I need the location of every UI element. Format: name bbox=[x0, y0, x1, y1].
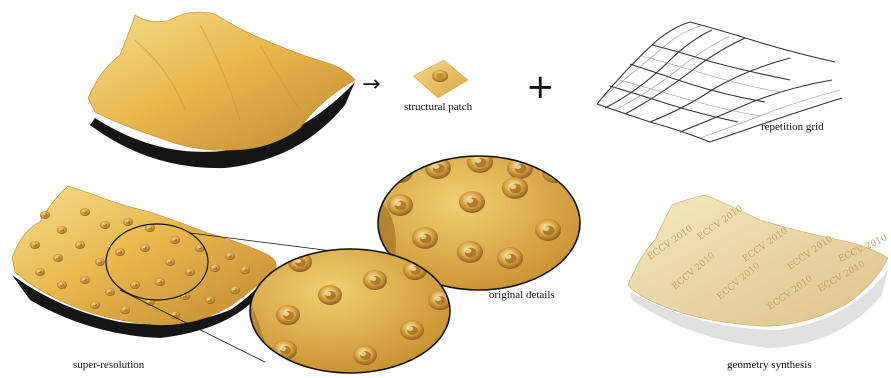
bump-feature bbox=[170, 236, 180, 244]
bump-feature bbox=[210, 264, 220, 272]
bump-feature bbox=[318, 285, 342, 305]
caption-geometry-synthesis: geometry synthesis bbox=[727, 359, 812, 371]
bump-feature bbox=[273, 340, 297, 360]
caption-super-resolution: super-resolution bbox=[73, 359, 144, 371]
bump-feature bbox=[502, 177, 528, 199]
bump-feature bbox=[53, 254, 63, 262]
geometry-synthesis-surface: ECCV 2010 ECCV 2010 ECCV 2010 ECCV 2010 … bbox=[628, 195, 889, 348]
bump-feature bbox=[457, 241, 483, 263]
input-surface bbox=[88, 12, 355, 168]
caption-structural-patch: structural patch bbox=[404, 101, 472, 113]
bump-feature bbox=[230, 286, 240, 294]
plus-icon: + bbox=[526, 70, 555, 104]
bump-feature bbox=[80, 276, 90, 284]
bump-feature bbox=[185, 268, 195, 276]
bump-feature bbox=[276, 305, 300, 325]
bump-feature bbox=[353, 345, 377, 365]
bump-feature bbox=[90, 301, 100, 309]
bump-feature bbox=[497, 247, 523, 269]
bump-feature bbox=[40, 211, 50, 219]
caption-repetition-grid: repetition grid bbox=[761, 121, 824, 133]
bump-feature bbox=[100, 221, 110, 229]
bump-feature bbox=[57, 226, 67, 234]
bump-feature bbox=[412, 227, 438, 249]
bump-feature bbox=[387, 161, 413, 183]
bump-feature bbox=[120, 306, 130, 314]
bump-feature bbox=[80, 208, 90, 216]
caption-original-details: original details bbox=[489, 289, 555, 301]
bump-feature bbox=[140, 244, 150, 252]
bump-feature bbox=[95, 258, 105, 266]
bump-feature bbox=[240, 266, 250, 274]
bump-feature bbox=[170, 311, 180, 319]
bump-feature bbox=[57, 281, 67, 289]
bump-feature bbox=[30, 241, 40, 249]
bump-feature bbox=[205, 296, 215, 304]
bump-feature bbox=[400, 320, 424, 340]
bump-feature bbox=[130, 281, 140, 289]
bump-feature bbox=[425, 157, 451, 179]
bump-feature bbox=[75, 241, 85, 249]
bump-feature bbox=[155, 278, 165, 286]
bump-feature bbox=[535, 219, 561, 241]
bump-feature bbox=[105, 288, 115, 296]
bump-feature bbox=[225, 252, 235, 260]
bump-feature bbox=[363, 270, 387, 290]
bump-feature bbox=[467, 151, 493, 173]
bump-feature bbox=[459, 191, 485, 213]
bump-feature bbox=[35, 268, 45, 276]
bump-feature bbox=[507, 157, 533, 179]
bump-feature bbox=[123, 218, 133, 226]
arrow-icon: → bbox=[362, 74, 380, 96]
bump-feature bbox=[165, 258, 175, 266]
bump-feature bbox=[115, 248, 125, 256]
bump-feature bbox=[387, 194, 413, 216]
structural-patch-image bbox=[413, 60, 468, 98]
